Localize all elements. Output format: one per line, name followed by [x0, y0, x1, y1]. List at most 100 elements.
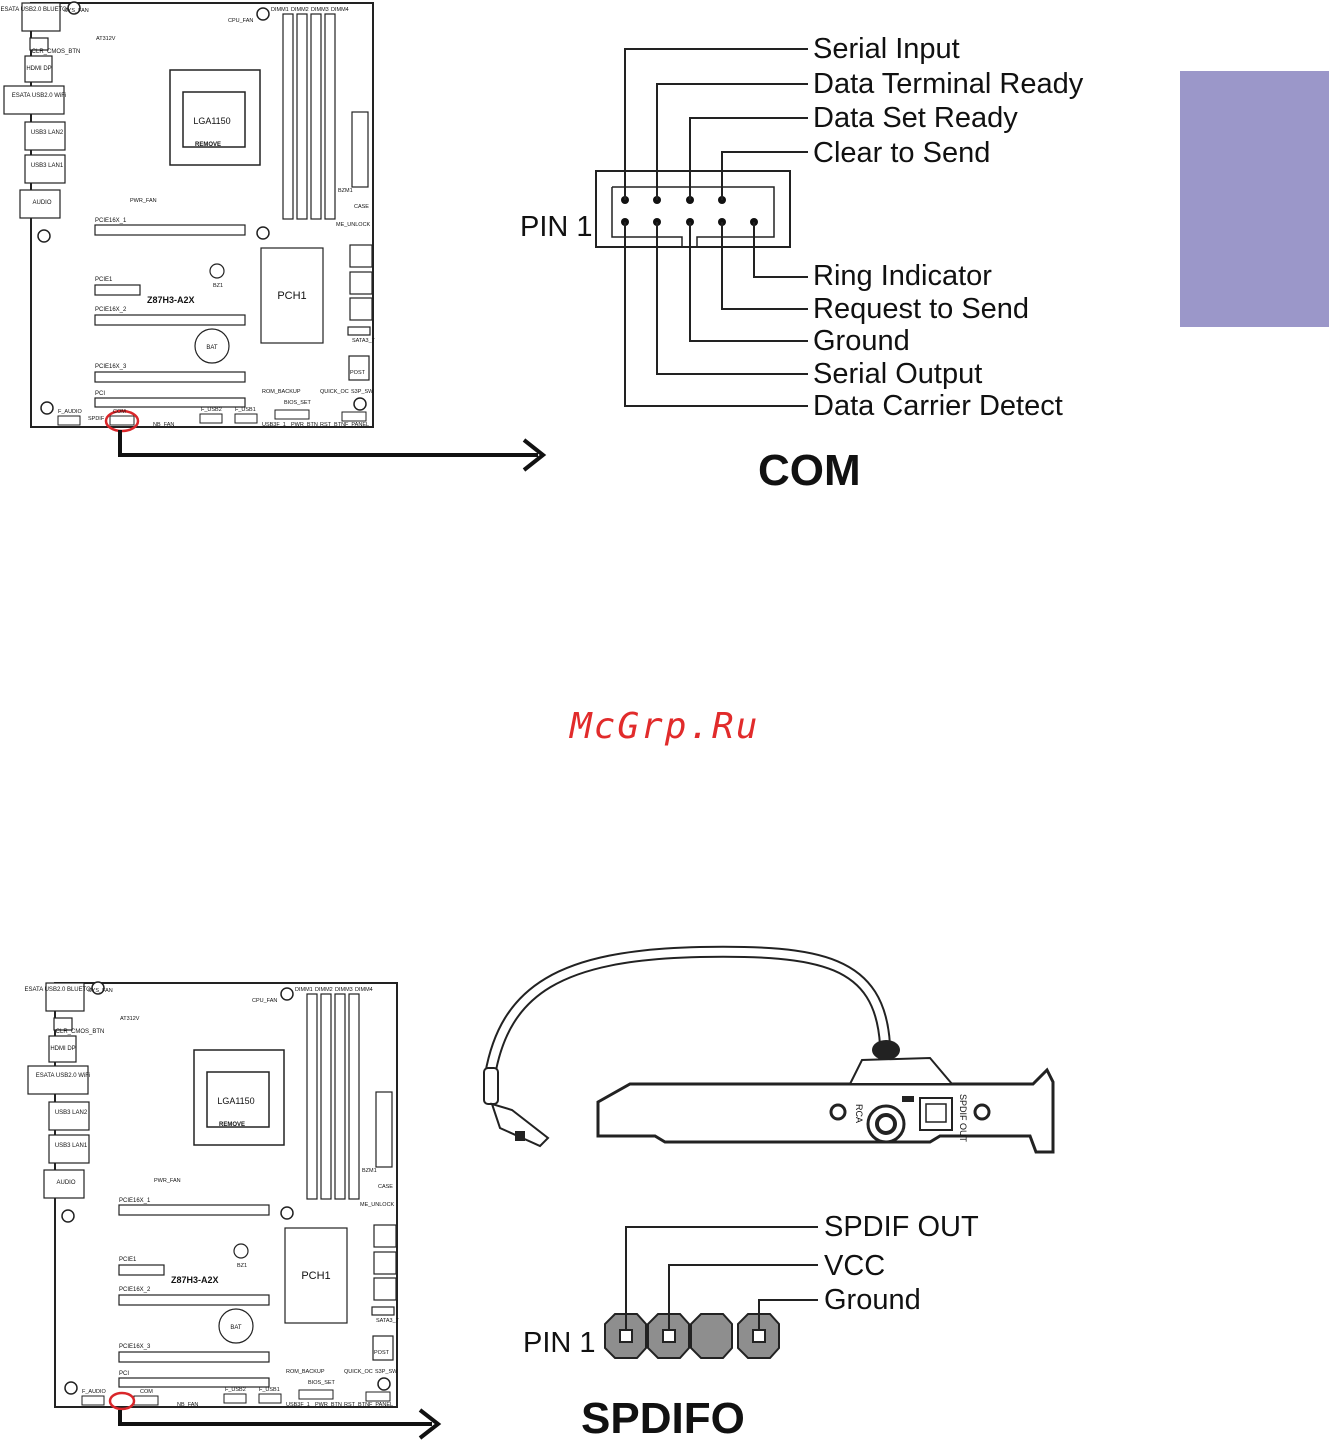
header-label: F_USB1 — [259, 1387, 280, 1393]
header-label: USB3F_1 — [286, 1402, 310, 1408]
com-label-serial-input: Serial Input — [813, 33, 960, 65]
header-label: F_USB2 — [201, 407, 222, 413]
header-label: CPU_FAN — [252, 998, 277, 1004]
leader-serial-output — [656, 222, 808, 375]
battery-label: BAT — [230, 1325, 242, 1331]
rear-io-label: USB3 LAN1 — [55, 1143, 88, 1149]
rear-io-label: ESATA USB2.0 BLUETOOTH — [24, 987, 103, 993]
header-label: CPU_FAN — [228, 18, 253, 24]
dimm-label: DIMM1 — [295, 987, 313, 993]
header-label: BZM1 — [362, 1168, 377, 1174]
header-label: ROM_BACKUP — [262, 389, 301, 395]
rear-io-label: USB3 LAN2 — [55, 1110, 88, 1116]
buzzer-label: BZ1 — [237, 1263, 247, 1269]
header-label: S3P_SW — [375, 1369, 398, 1375]
header-label: COM — [140, 1389, 153, 1395]
header-label: ME_UNLOCK — [360, 1202, 395, 1208]
dimm-label: DIMM2 — [315, 987, 333, 993]
rear-io-label: HDMI DP — [50, 1046, 75, 1052]
header-label: F_AUDIO — [82, 1389, 107, 1395]
header-label: RST_BTN — [344, 1402, 369, 1408]
header-label: S3P_SW — [351, 389, 374, 395]
header-label: SYS_FAN — [88, 988, 113, 994]
leader-dtr — [656, 83, 808, 200]
spdif-bracket — [596, 1067, 1055, 1154]
com-label-cts: Clear to Send — [813, 137, 991, 169]
rear-io-label: AUDIO — [32, 200, 51, 206]
slot-label: PCIE16X_3 — [119, 1344, 151, 1350]
slot-label: PCIE1 — [119, 1257, 137, 1263]
header-label: F_AUDIO — [58, 409, 83, 415]
header-label: BIOS_SET — [284, 400, 312, 406]
com-key-right — [612, 186, 775, 246]
header-label: PWR_BTN — [315, 1402, 342, 1408]
com-key-left — [611, 187, 683, 246]
slot-label: PCIE16X_1 — [119, 1198, 151, 1204]
slot-label: PCI — [95, 391, 105, 397]
watermark: McGrp.Ru — [570, 706, 760, 747]
slot-label: PCIE16X_1 — [95, 218, 127, 224]
remove-label: REMOVE — [219, 1122, 245, 1128]
cpu-socket-label: LGA1150 — [193, 116, 230, 126]
leader-vcc — [668, 1264, 818, 1330]
header-label: QUICK_OC — [344, 1369, 373, 1375]
leader-dcd — [624, 222, 808, 407]
com-label-dsr: Data Set Ready — [813, 102, 1018, 134]
rear-io-label: CLR_CMOS_BTN — [56, 1029, 105, 1035]
header-label: CASE — [354, 204, 369, 210]
leader-spdif-ground — [758, 1299, 818, 1330]
header-label: AT312V — [120, 1016, 140, 1022]
header-label: BIOS_SET — [308, 1380, 336, 1386]
board-model: Z87H3-A2X — [147, 295, 195, 305]
dimm-label: DIMM4 — [355, 987, 373, 993]
board-model: Z87H3-A2X — [171, 1275, 219, 1285]
com-label-ground: Ground — [813, 325, 910, 357]
header-label: SPDIF — [88, 416, 105, 422]
dimm-label: DIMM3 — [311, 7, 329, 13]
com-pin1-label: PIN 1 — [520, 211, 593, 243]
com-label-ri: Ring Indicator — [813, 260, 992, 292]
leader-rts — [721, 222, 808, 310]
leader-ground — [689, 222, 808, 342]
leader-cts — [721, 151, 808, 200]
header-label: F_PANEL — [369, 1402, 393, 1408]
rear-io-label: USB3 LAN1 — [31, 163, 64, 169]
rear-io-label: HDMI DP — [26, 66, 51, 72]
dimm-label: DIMM3 — [335, 987, 353, 993]
bracket-rca-text: RCA — [854, 1104, 864, 1123]
com-arrow — [118, 430, 538, 457]
header-label: NB_FAN — [153, 422, 174, 428]
slot-label: PCIE16X_2 — [95, 307, 127, 313]
section-tab — [1180, 71, 1329, 327]
bracket-spdif-text: SPDIF OUT — [958, 1094, 968, 1143]
com-label-rts: Request to Send — [813, 293, 1030, 325]
header-label: ME_UNLOCK — [336, 222, 371, 228]
slot-label: PCIE1 — [95, 277, 113, 283]
dimm-label: DIMM2 — [291, 7, 309, 13]
header-label: ROM_BACKUP — [286, 1369, 325, 1375]
remove-label: REMOVE — [195, 142, 221, 148]
header-label: PWR_BTN — [291, 422, 318, 428]
header-label: POST — [350, 370, 366, 376]
spdifo-label-spdif-out: SPDIF OUT — [824, 1211, 979, 1243]
header-label: AT312V — [96, 36, 116, 42]
header-label: F_USB1 — [235, 407, 256, 413]
header-label: F_PANEL — [345, 422, 369, 428]
com-label-dcd: Data Carrier Detect — [813, 390, 1063, 422]
spdifo-title: SPDIFO — [581, 1394, 745, 1443]
leader-dsr — [689, 117, 808, 200]
slot-label: PCI — [119, 1371, 129, 1377]
header-label: SYS_FAN — [64, 8, 89, 14]
rear-io-label: ESATA USB2.0 WiFi — [12, 93, 66, 99]
header-label: PWR_FAN — [130, 198, 157, 204]
header-label: BZM1 — [338, 188, 353, 194]
header-label: SATA3_7 — [352, 338, 375, 344]
rear-io-label: ESATA USB2.0 BLUETOOTH — [0, 7, 79, 13]
spdif-header-highlight — [108, 1391, 136, 1411]
header-label: SATA3_7 — [376, 1318, 399, 1324]
slot-label: PCIE16X_2 — [119, 1287, 151, 1293]
